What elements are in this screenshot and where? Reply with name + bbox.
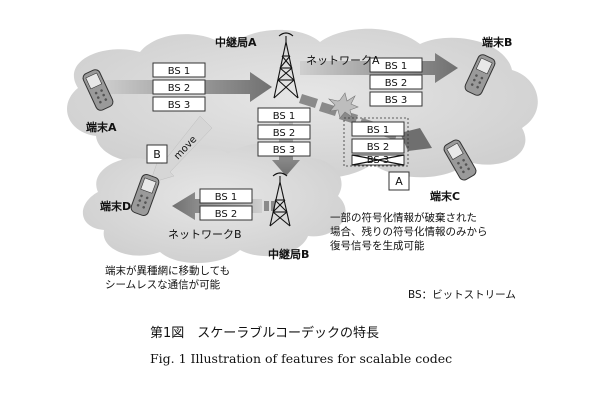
bs-stack-terminal-b: BS 1 BS 2 BS 3 [369,57,423,107]
bs-label: BS 2 [367,142,390,153]
network-a-label: ネットワークA [306,54,380,67]
bs-stack-terminal-d: BS 1 BS 2 [199,188,253,221]
bs-stack-partial-loss: BS 1 BS 2 BS 3 [343,117,409,167]
bs-label: BS 3 [385,95,408,106]
bs-label: BS 1 [168,66,191,77]
bs-stack-terminal-a: BS 1 BS 2 BS 3 [152,62,206,112]
terminal-c-label: 端末C [430,189,460,203]
bs-label: BS 3 [168,100,191,111]
legend-bitstream: BS：ビットストリーム [408,289,516,301]
bs-stack-relay-a: BS 1 BS 2 BS 3 [257,107,311,157]
terminal-a-phone-icon [82,69,114,111]
bs-label: BS 1 [215,192,238,203]
marker-b: B [153,148,161,161]
note-seamless-roaming: 端末が異種網に移動しても シームレスな通信が可能 [105,264,230,291]
relay-b-tower-icon [269,172,291,227]
marker-b-box [146,144,168,164]
note-line: 復号信号を生成可能 [330,239,425,252]
bs-label: BS 1 [273,111,296,122]
bs-label: BS 2 [168,83,191,94]
relay-a-label: 中継局A [215,35,257,49]
bs-label: BS 2 [215,209,238,220]
marker-a: A [395,175,403,188]
marker-a-box [388,171,410,191]
arrow-dashes-near-relay-b [264,201,275,211]
note-line: 一部の符号化情報が破棄された [330,211,477,224]
note-line: 場合、残りの符号化情報のみから [330,225,488,238]
bs-label: BS 2 [273,128,296,139]
terminal-b-phone-icon [464,54,496,96]
terminal-c-phone-icon [443,139,477,181]
bs-label: BS 1 [385,61,408,72]
terminal-d-label: 端末D [100,199,131,213]
bs-label: BS 3 [273,145,296,156]
caption-jp: 第1図 スケーラブルコーデックの特長 [150,325,379,341]
note-line: シームレスな通信が可能 [105,278,221,291]
loss-burst-icon [328,92,359,119]
bs-label: BS 2 [385,78,408,89]
relay-b-label: 中継局B [268,247,309,261]
caption-en: Fig. 1 Illustration of features for scal… [150,351,452,366]
terminal-a-label: 端末A [86,120,117,134]
note-line: 端末が異種網に移動しても [105,264,230,277]
terminal-b-label: 端末B [482,35,512,49]
loss-dashed-frame [343,117,409,167]
relay-a-tower-icon [273,32,299,99]
network-b-label: ネットワークB [168,228,242,241]
bs-label: BS 1 [367,125,390,136]
discard-cross-icon [351,154,405,166]
note-partial-decode: 一部の符号化情報が破棄された 場合、残りの符号化情報のみから 復号信号を生成可能 [330,211,488,252]
terminal-d-phone-icon [130,174,160,216]
